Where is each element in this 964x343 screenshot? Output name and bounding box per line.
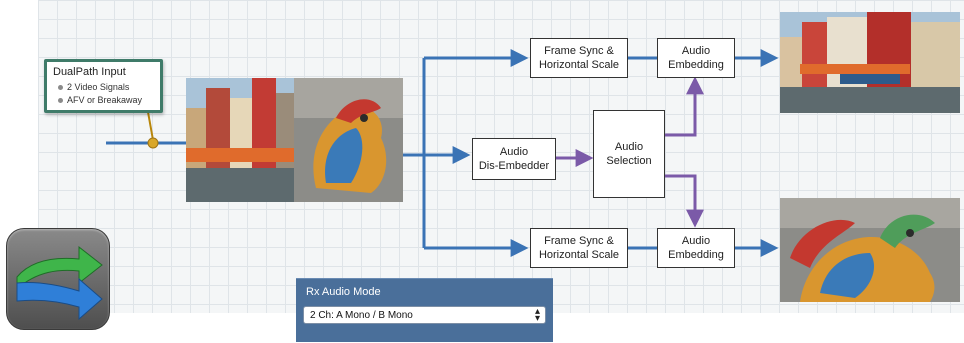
rx-audio-mode-value: 2 Ch: A Mono / B Mono — [310, 310, 413, 321]
frame-sync-top-block: Frame Sync & Horizontal Scale — [530, 38, 628, 78]
arrow-selection-to-embed-bottom — [665, 174, 704, 228]
arrow-selection-to-embed-top — [665, 76, 704, 137]
output-photo-dragon — [780, 198, 960, 302]
dualpath-input-callout: DualPath Input 2 Video Signals AFV or Br… — [44, 59, 163, 113]
callout-item-afv: AFV or Breakaway — [53, 94, 154, 107]
audio-embed-top-line1: Audio — [681, 45, 711, 57]
audio-embed-top-line2: Embedding — [668, 59, 724, 71]
frame-sync-bottom-line2: Horizontal Scale — [538, 249, 620, 261]
input-composite-photo — [186, 78, 403, 202]
callout-pointer — [147, 111, 154, 141]
frame-sync-bottom-block: Frame Sync & Horizontal Scale — [530, 228, 628, 268]
audio-selection-line2: Selection — [606, 155, 652, 167]
frame-sync-top-line1: Frame Sync & — [544, 45, 614, 57]
callout-anchor — [147, 137, 159, 149]
rx-audio-mode-select[interactable]: 2 Ch: A Mono / B Mono ▴▾ — [303, 306, 546, 324]
dualpath-arrows-icon — [6, 228, 110, 330]
callout-item-video: 2 Video Signals — [53, 81, 154, 94]
output-photo-venice — [780, 12, 960, 113]
frame-sync-top-line2: Horizontal Scale — [538, 59, 620, 71]
rx-audio-mode-panel: Rx Audio Mode 2 Ch: A Mono / B Mono ▴▾ — [296, 278, 553, 342]
frame-sync-bottom-line1: Frame Sync & — [544, 235, 614, 247]
audio-embed-bottom-line1: Audio — [681, 235, 711, 247]
rx-audio-mode-label: Rx Audio Mode — [306, 286, 381, 298]
select-updown-icon: ▴▾ — [534, 306, 540, 324]
audio-embed-bottom-line2: Embedding — [668, 249, 724, 261]
disembedder-line2: Dis-Embedder — [478, 160, 550, 172]
audio-selection-line1: Audio — [614, 141, 644, 153]
disembedder-line1: Audio — [499, 146, 529, 158]
callout-title: DualPath Input — [53, 66, 126, 78]
